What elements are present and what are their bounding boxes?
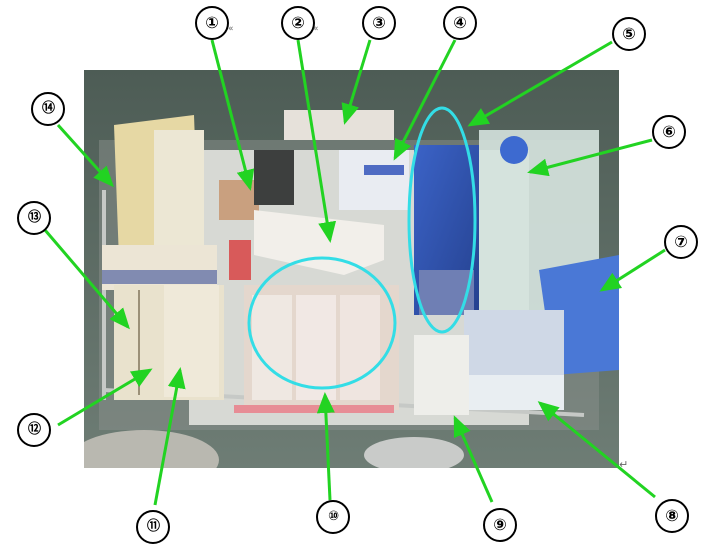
pink-tray-edge (234, 405, 394, 413)
ointment-box (229, 240, 251, 280)
callout-9: ⑨ (483, 508, 517, 542)
stool (84, 430, 219, 468)
pouch-1 (252, 295, 292, 400)
white-pouches (464, 375, 564, 410)
callout-6: ⑥ (652, 115, 686, 149)
callout-1: ① (195, 6, 229, 40)
pouch-3 (340, 295, 380, 400)
folder-stack-right (164, 285, 219, 397)
callout-7: ⑦ (664, 225, 698, 259)
callout-14: ⑭ (31, 92, 65, 126)
box-label (154, 130, 204, 250)
enter-mark: ↵ (619, 458, 629, 471)
packet-band (102, 270, 217, 284)
callout-11: ⑪ (136, 510, 170, 544)
callout-12: ⑫ (17, 413, 51, 447)
pouch-2 (296, 295, 336, 400)
gauze-roll (219, 180, 259, 220)
glove-packs (284, 110, 394, 140)
wrap-mark-1: « (228, 24, 234, 34)
white-box (414, 335, 469, 415)
dark-bottle (254, 150, 294, 205)
photo-scene (84, 70, 619, 468)
callout-2: ② (281, 6, 315, 40)
bin (364, 437, 464, 468)
syringe-tips (419, 270, 474, 315)
dressing-packs (339, 150, 409, 210)
callout-3: ③ (362, 6, 396, 40)
callout-8: ⑧ (655, 499, 689, 533)
callout-4: ④ (443, 6, 477, 40)
wrap-mark-2: « (313, 24, 319, 34)
tubing-coil (500, 136, 528, 164)
callout-13: ⑬ (17, 201, 51, 235)
dressing-label (364, 165, 404, 175)
callout-10: ⑩ (316, 500, 350, 534)
callout-5: ⑤ (612, 17, 646, 51)
supply-cart-photo (84, 70, 619, 468)
instrument-highlight-ellipse (247, 256, 397, 390)
